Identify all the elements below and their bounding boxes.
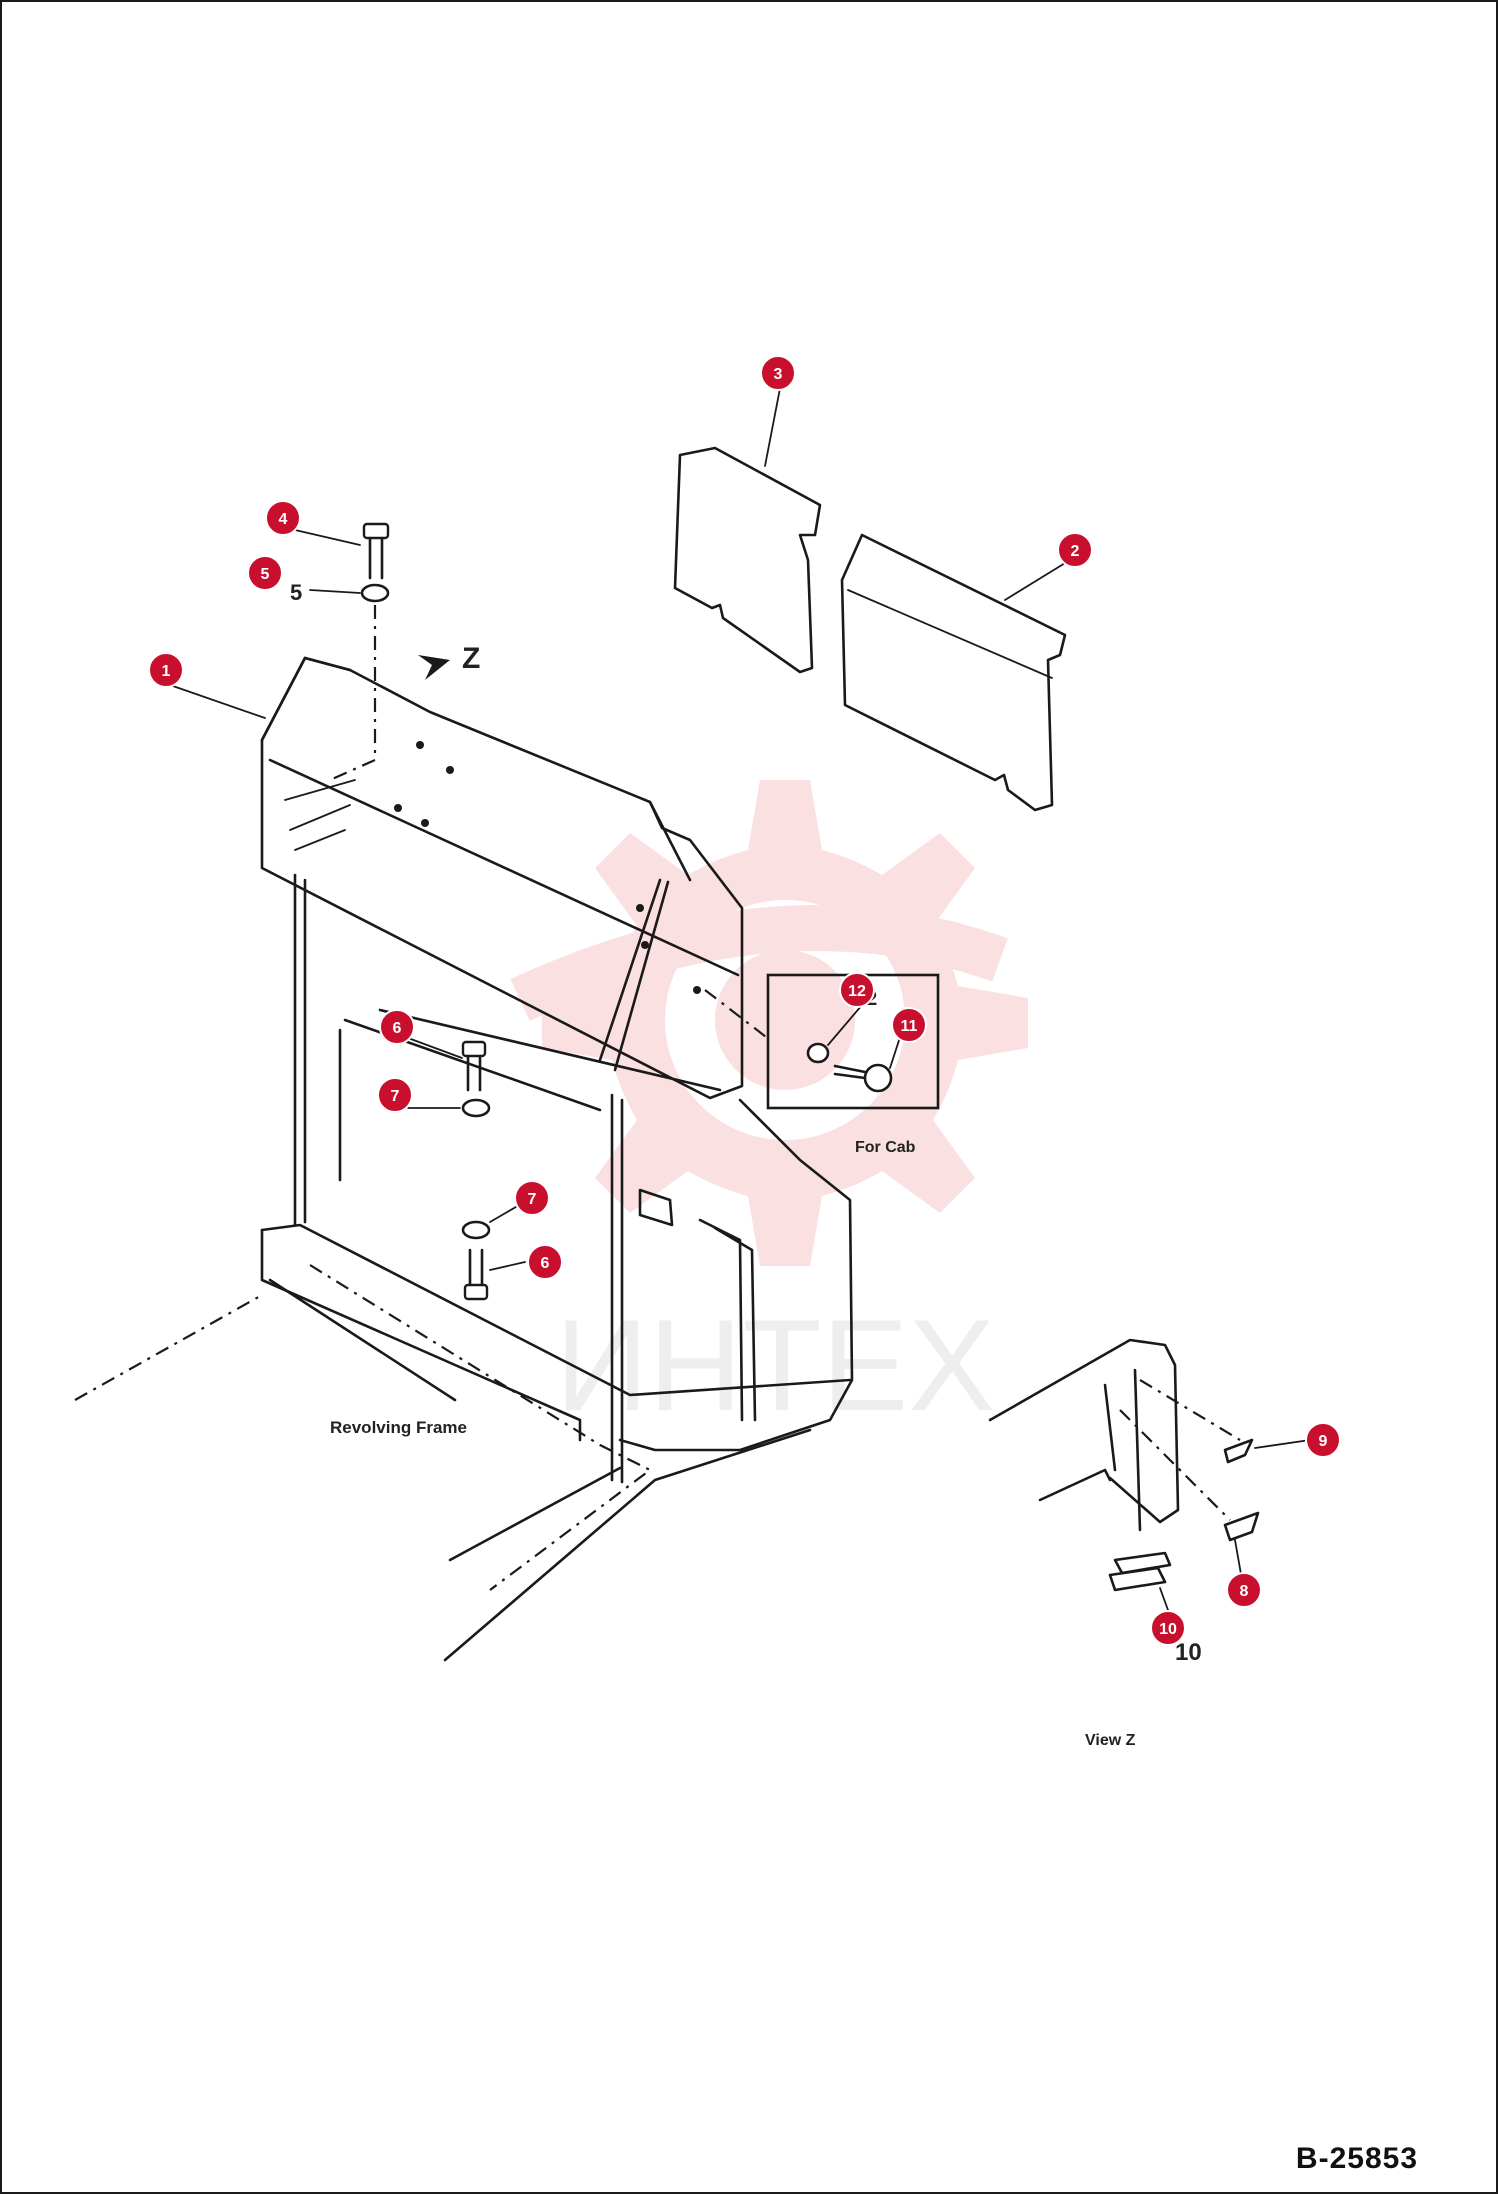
revolving-frame xyxy=(74,1223,852,1662)
callout-6-upper[interactable]: 6 xyxy=(379,1009,415,1045)
bolt-part-4 xyxy=(362,522,390,580)
part-9-shim xyxy=(1223,1438,1254,1464)
svg-text:6: 6 xyxy=(541,1255,550,1272)
callout-5[interactable]: 5 xyxy=(247,555,283,591)
figure-id: B-25853 xyxy=(1295,2142,1418,2175)
svg-text:9: 9 xyxy=(1319,1433,1328,1450)
callout-9[interactable]: 9 xyxy=(1305,1422,1341,1458)
callout-10[interactable]: 10 xyxy=(1150,1610,1186,1646)
part-10-bolt xyxy=(1113,1551,1172,1575)
svg-text:5: 5 xyxy=(261,566,270,583)
bolt-part-6-lower xyxy=(463,1248,489,1301)
svg-text:3: 3 xyxy=(774,366,783,383)
bolt-center-line xyxy=(329,605,377,782)
revolving-frame-label: Revolving Frame xyxy=(330,1418,467,1437)
callout-4[interactable]: 4 xyxy=(265,500,301,536)
for-cab-label: For Cab xyxy=(855,1139,916,1156)
plate-part-3 xyxy=(673,446,822,674)
svg-text:6: 6 xyxy=(393,1020,402,1037)
washer-part-7-lower xyxy=(461,1220,491,1240)
washer-part-7-upper xyxy=(461,1098,491,1118)
plate-part-2 xyxy=(840,533,1067,812)
svg-text:7: 7 xyxy=(528,1191,537,1208)
callout-2[interactable]: 2 xyxy=(1057,532,1093,568)
svg-text:4: 4 xyxy=(279,511,288,528)
svg-text:12: 12 xyxy=(848,983,866,1000)
view-z-detail xyxy=(988,1338,1260,1592)
callout-1[interactable]: 1 xyxy=(148,652,184,688)
svg-text:7: 7 xyxy=(391,1088,400,1105)
washer-part-5 xyxy=(360,583,390,603)
callout-6-lower[interactable]: 6 xyxy=(527,1244,563,1280)
svg-text:8: 8 xyxy=(1240,1583,1249,1600)
svg-text:2: 2 xyxy=(1071,543,1080,560)
main-cover-part-1 xyxy=(260,656,854,1484)
part-8-shim xyxy=(1223,1511,1260,1542)
watermark-text: ИНТЕХ xyxy=(555,1292,995,1438)
print-5-label: 5 xyxy=(290,580,302,605)
z-label: Z xyxy=(462,642,480,675)
svg-text:1: 1 xyxy=(162,663,171,680)
callout-12[interactable]: 12 xyxy=(839,972,875,1008)
view-arrow-icon xyxy=(418,655,450,680)
callout-3[interactable]: 3 xyxy=(760,355,796,391)
leader-lines xyxy=(169,377,1311,1611)
bolt-part-6-upper xyxy=(461,1040,487,1092)
callout-8[interactable]: 8 xyxy=(1226,1572,1262,1608)
print-10-label: 10 xyxy=(1175,1639,1202,1666)
callout-11[interactable]: 11 xyxy=(891,1007,927,1043)
view-z-label: View Z xyxy=(1085,1732,1136,1749)
callout-7-lower[interactable]: 7 xyxy=(514,1180,550,1216)
svg-text:11: 11 xyxy=(901,1018,918,1035)
watermark-gear-icon xyxy=(510,780,1028,1266)
callout-7-upper[interactable]: 7 xyxy=(377,1077,413,1113)
svg-text:10: 10 xyxy=(1159,1621,1177,1638)
